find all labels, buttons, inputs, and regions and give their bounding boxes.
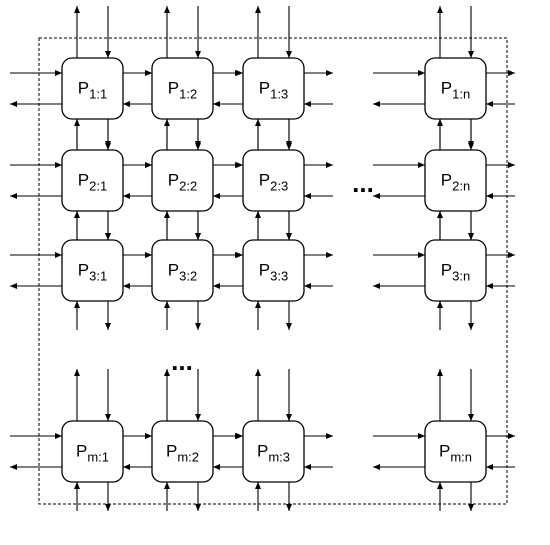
processor-label: P2:2 (168, 171, 197, 194)
processor-p-3-1: P3:1 (61, 239, 124, 302)
processor-label-subscript: 1:1 (89, 87, 107, 102)
processor-box (424, 420, 487, 483)
processor-box (424, 239, 487, 302)
processor-label: Pm:2 (166, 442, 199, 465)
processor-p-1-3: P1:3 (242, 57, 305, 120)
processor-p-2-1: P2:1 (61, 149, 124, 212)
processor-box (61, 57, 124, 120)
processor-label-subscript: 2:n (452, 179, 470, 194)
processor-box (242, 420, 305, 483)
processor-label-base: P (441, 171, 452, 190)
processor-box (61, 149, 124, 212)
processor-p-m-2: Pm:2 (151, 420, 214, 483)
processor-label-subscript: 2:2 (179, 179, 197, 194)
processor-label: P3:1 (78, 261, 107, 284)
processor-label-base: P (78, 261, 89, 280)
processor-p-1-1: P1:1 (61, 57, 124, 120)
array-boundary (38, 37, 508, 505)
processor-label-subscript: 3:n (452, 269, 470, 284)
processor-box (242, 57, 305, 120)
processor-p-3-2: P3:2 (151, 239, 214, 302)
processor-box (242, 239, 305, 302)
processor-label: P2:3 (259, 171, 288, 194)
processor-label-subscript: m:1 (87, 450, 109, 465)
processor-label-base: P (441, 79, 452, 98)
processor-label-subscript: m:2 (177, 450, 199, 465)
column-ellipsis: ... (352, 168, 374, 198)
processor-box (61, 239, 124, 302)
processor-label-base: P (439, 442, 450, 461)
processor-label: P1:1 (78, 79, 107, 102)
processor-p-2-n: P2:n (424, 149, 487, 212)
processor-p-1-2: P1:2 (151, 57, 214, 120)
processor-box (61, 420, 124, 483)
processor-p-m-1: Pm:1 (61, 420, 124, 483)
processor-p-1-n: P1:n (424, 57, 487, 120)
processor-label: P3:2 (168, 261, 197, 284)
processor-label-subscript: 2:1 (89, 179, 107, 194)
processor-label-base: P (166, 442, 177, 461)
processor-label-base: P (78, 79, 89, 98)
processor-label: P3:3 (259, 261, 288, 284)
row-ellipsis: ... (171, 346, 193, 376)
processor-label-base: P (168, 261, 179, 280)
processor-box (424, 57, 487, 120)
processor-label-subscript: 2:3 (270, 179, 288, 194)
processor-label-base: P (259, 79, 270, 98)
processor-label: Pm:n (439, 442, 472, 465)
processor-label: P3:n (441, 261, 470, 284)
processor-box (151, 239, 214, 302)
processor-label: Pm:3 (257, 442, 290, 465)
processor-label-subscript: 3:2 (179, 269, 197, 284)
processor-label-subscript: 1:n (452, 87, 470, 102)
processor-label-base: P (168, 171, 179, 190)
processor-p-2-2: P2:2 (151, 149, 214, 212)
processor-p-m-3: Pm:3 (242, 420, 305, 483)
processor-p-3-n: P3:n (424, 239, 487, 302)
processor-label: P1:2 (168, 79, 197, 102)
processor-label-base: P (78, 171, 89, 190)
processor-p-m-n: Pm:n (424, 420, 487, 483)
processor-box (151, 57, 214, 120)
processor-box (242, 149, 305, 212)
processor-label-base: P (441, 261, 452, 280)
processor-label-subscript: m:n (450, 450, 472, 465)
processor-label: P2:1 (78, 171, 107, 194)
processor-label-base: P (168, 79, 179, 98)
processor-label-subscript: 3:3 (270, 269, 288, 284)
processor-box (151, 420, 214, 483)
processor-label-subscript: m:3 (268, 450, 290, 465)
processor-label-base: P (257, 442, 268, 461)
processor-label: Pm:1 (76, 442, 109, 465)
processor-label-base: P (76, 442, 87, 461)
processor-p-2-3: P2:3 (242, 149, 305, 212)
processor-label-base: P (259, 171, 270, 190)
processor-label: P1:n (441, 79, 470, 102)
processor-label-subscript: 1:2 (179, 87, 197, 102)
processor-p-3-3: P3:3 (242, 239, 305, 302)
processor-label: P2:n (441, 171, 470, 194)
processor-box (424, 149, 487, 212)
processor-label-subscript: 1:3 (270, 87, 288, 102)
processor-box (151, 149, 214, 212)
processor-label-base: P (259, 261, 270, 280)
processor-label-subscript: 3:1 (89, 269, 107, 284)
processor-label: P1:3 (259, 79, 288, 102)
